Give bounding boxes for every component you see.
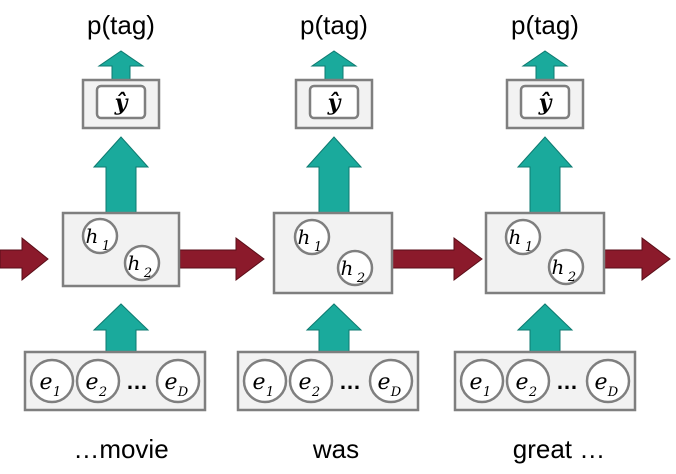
hidden-unit-2-symbol: h: [341, 256, 354, 280]
hidden-unit-2-symbol: h: [552, 255, 565, 279]
input-word: great …: [513, 434, 606, 464]
embedding-unit-D-subscript: D: [177, 385, 189, 400]
output-box-inner: [95, 84, 147, 120]
timestep-column-3: p(tag) ŷ h 1 h 2 e 1 e 2 … e D great …: [453, 10, 637, 464]
embedding-to-hidden-arrow: [92, 303, 150, 355]
output-label: p(tag): [511, 10, 579, 40]
hidden-to-output-arrow: [92, 136, 150, 215]
output-box-outer: [81, 78, 161, 130]
embedding-unit-D-subscript: D: [607, 385, 619, 400]
embedding-unit-1-subscript: 1: [483, 385, 491, 400]
hidden-unit-2-symbol: h: [128, 251, 141, 275]
hidden-unit-2: [547, 248, 585, 286]
hidden-to-output-arrow: [516, 136, 574, 215]
hidden-unit-2: [336, 249, 374, 287]
embedding-unit-2: [505, 358, 551, 404]
hidden-unit-2-subscript: 2: [567, 270, 576, 285]
output-box-inner: [519, 84, 571, 120]
hidden-to-output-arrow: [305, 136, 363, 215]
embedding-unit-2: [75, 358, 121, 404]
embedding-unit-2-subscript: 2: [98, 385, 107, 400]
hidden-unit-1-subscript: 1: [314, 240, 322, 255]
input-word: was: [312, 434, 359, 464]
recurrent-arrow-2-3: [391, 237, 483, 281]
hidden-unit-1-subscript: 1: [102, 239, 110, 254]
recurrent-arrows: [0, 236, 671, 282]
hidden-state-box: [272, 211, 394, 295]
embedding-unit-1-symbol: e: [252, 370, 265, 395]
embedding-ellipsis: …: [556, 369, 578, 394]
embedding-unit-D-subscript: D: [390, 385, 402, 400]
embedding-unit-1-subscript: 1: [53, 385, 61, 400]
timestep-column-2: p(tag) ŷ h 1 h 2 e 1 e 2 … e D was: [236, 10, 420, 464]
hidden-unit-1: [504, 218, 542, 256]
output-label: p(tag): [300, 10, 368, 40]
hidden-unit-1: [293, 218, 331, 256]
embedding-ellipsis: …: [339, 369, 361, 394]
embedding-unit-2-symbol: e: [85, 370, 98, 395]
y-hat: ŷ: [327, 90, 343, 116]
embedding-unit-D: [155, 358, 201, 404]
output-label: p(tag): [87, 10, 155, 40]
embedding-unit-2-symbol: e: [298, 370, 311, 395]
embedding-unit-2-subscript: 2: [311, 385, 320, 400]
embedding-unit-D: [368, 358, 414, 404]
embedding-unit-1: [29, 358, 75, 404]
embedding-unit-D-symbol: e: [164, 370, 177, 395]
recurrent-arrow-in: [0, 236, 49, 282]
embedding-unit-1: [242, 358, 288, 404]
hidden-state-box: [484, 211, 606, 295]
hidden-unit-1: [81, 217, 119, 255]
embedding-unit-2: [288, 358, 334, 404]
recurrent-arrow-out: [603, 237, 671, 281]
hidden-unit-1-symbol: h: [86, 224, 99, 248]
embedding-unit-1-subscript: 1: [266, 385, 274, 400]
hidden-unit-2: [123, 244, 161, 282]
embedding-to-hidden-arrow: [516, 303, 574, 355]
y-hat: ŷ: [538, 90, 554, 116]
embedding-unit-2-symbol: e: [515, 370, 528, 395]
hidden-unit-1-symbol: h: [298, 225, 311, 249]
embedding-to-hidden-arrow: [305, 303, 363, 355]
hidden-unit-2-subscript: 2: [356, 271, 365, 286]
embedding-unit-1-symbol: e: [39, 370, 52, 395]
input-word: …movie: [73, 434, 168, 464]
embedding-unit-2-subscript: 2: [528, 385, 537, 400]
hidden-unit-2-subscript: 2: [143, 266, 152, 281]
hidden-state-box: [61, 211, 181, 288]
y-hat: ŷ: [114, 90, 130, 116]
embedding-unit-1: [459, 358, 505, 404]
recurrent-arrow-1-2: [179, 237, 265, 281]
hidden-unit-1-symbol: h: [509, 225, 522, 249]
hidden-unit-1-subscript: 1: [525, 240, 533, 255]
embedding-unit-1-symbol: e: [469, 370, 482, 395]
timestep-column-1: p(tag) ŷ h 1 h 2 e 1 e 2 … e D …movie: [23, 10, 207, 464]
embedding-unit-D-symbol: e: [377, 370, 390, 395]
embedding-unit-D: [585, 358, 631, 404]
embedding-ellipsis: …: [126, 369, 148, 394]
output-box-inner: [308, 84, 360, 120]
embedding-unit-D-symbol: e: [594, 370, 607, 395]
